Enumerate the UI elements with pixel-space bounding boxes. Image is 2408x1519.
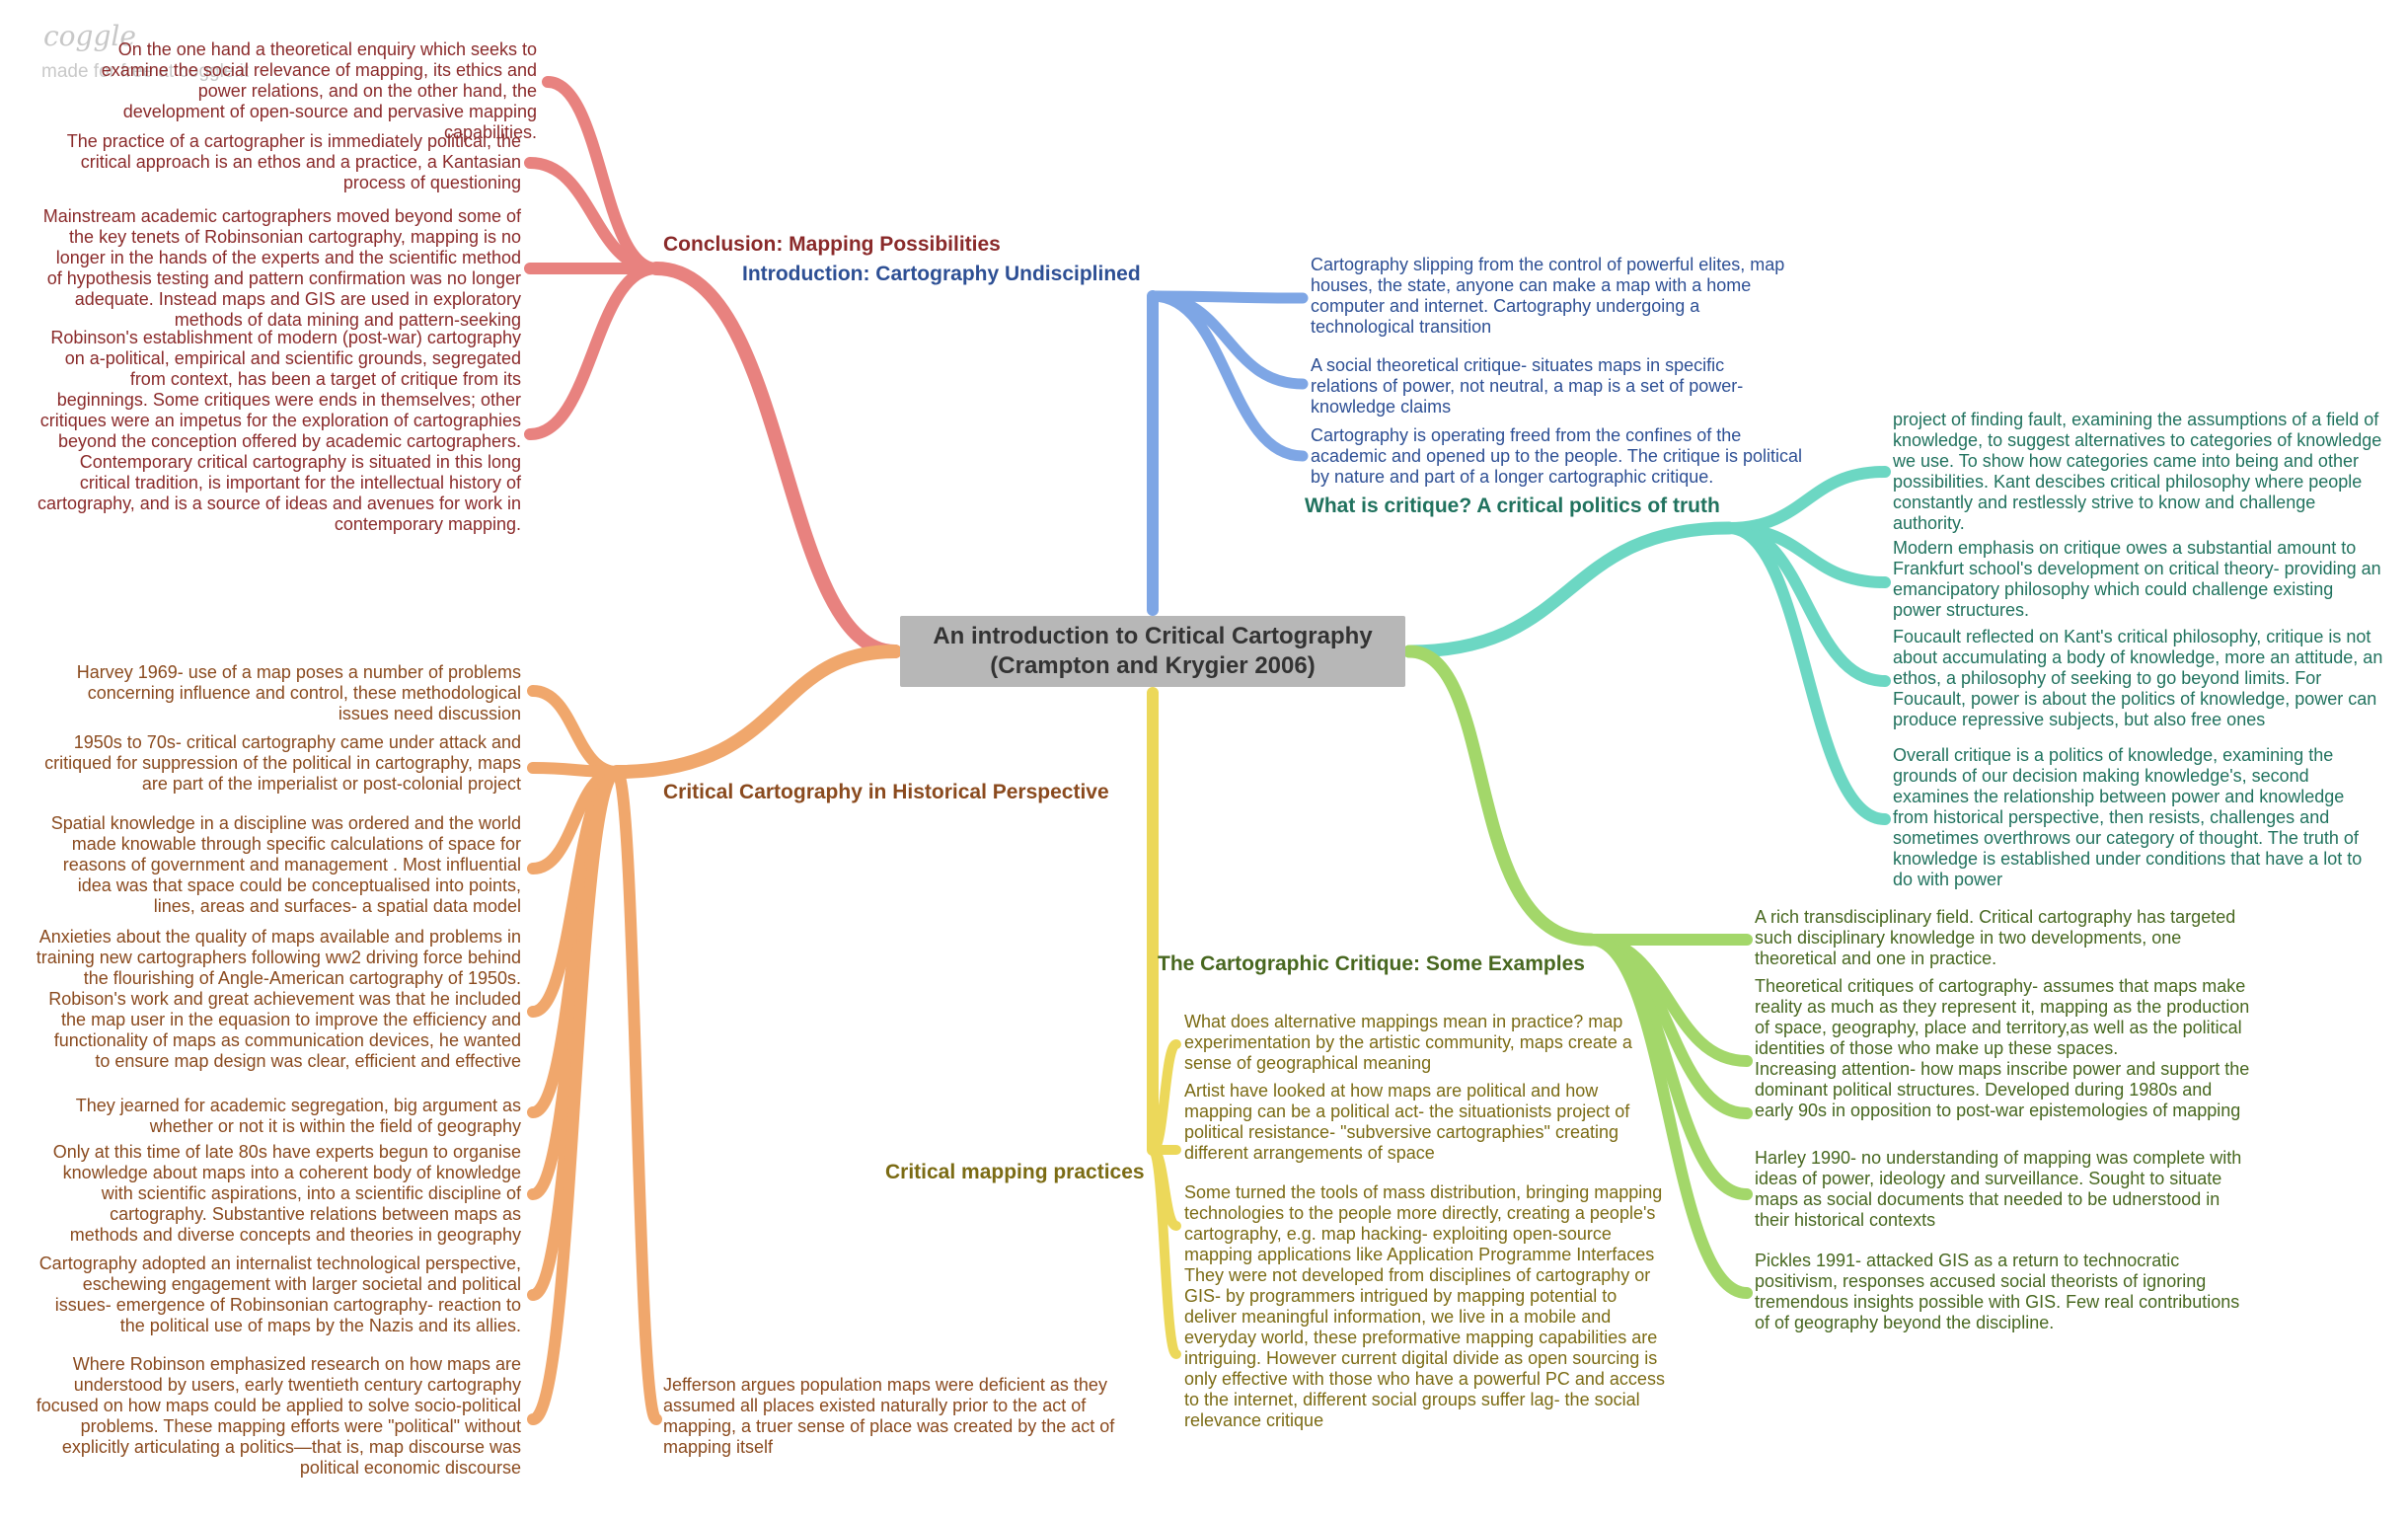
practices-item-1[interactable]: What does alternative mappings mean in p… xyxy=(1184,1012,1632,1073)
link-critique-item-4 xyxy=(1723,522,1891,825)
critique-item-4[interactable]: Overall critique is a politics of knowle… xyxy=(1893,745,2363,889)
historical-item-6[interactable]: Only at this time of late 80s have exper… xyxy=(52,1142,521,1245)
critique-item-2[interactable]: Modern emphasis on critique owes a subst… xyxy=(1893,538,2381,620)
practices-item-2[interactable]: Artist have looked at how maps are polit… xyxy=(1184,1081,1630,1163)
link-historical xyxy=(610,645,902,779)
conclusion-item-1[interactable]: On the one hand a theoretical enquiry wh… xyxy=(101,39,537,142)
link-introduction-item-3 xyxy=(1147,290,1309,462)
introduction-item-2[interactable]: A social theoretical critique- situates … xyxy=(1311,355,1744,417)
historical-item-5[interactable]: They jearned for academic segregation, b… xyxy=(75,1096,521,1136)
link-historical-item-1 xyxy=(527,685,623,778)
historical-item-4[interactable]: Anxieties about the quality of maps avai… xyxy=(36,927,521,1071)
conclusion-item-4[interactable]: Robinson's establishment of modern (post… xyxy=(38,328,521,534)
watermark-text: made for free at coggle.it xyxy=(41,61,250,82)
branch-introduction[interactable]: Introduction: Cartography Undisciplined xyxy=(742,263,1141,285)
link-historical-item-8 xyxy=(527,766,623,1425)
link-examples xyxy=(1402,645,1598,947)
examples-item-5[interactable]: Pickles 1991- attacked GIS as a return t… xyxy=(1755,1251,2240,1332)
conclusion-item-3[interactable]: Mainstream academic cartographers moved … xyxy=(42,206,521,330)
examples-item-2[interactable]: Theoretical critiques of cartography- as… xyxy=(1755,976,2250,1058)
link-critique xyxy=(1402,521,1736,658)
examples-item-3[interactable]: Increasing attention- how maps inscribe … xyxy=(1755,1059,2250,1120)
historical-item-1[interactable]: Harvey 1969- use of a map poses a number… xyxy=(76,662,521,723)
central-topic[interactable]: An introduction to Critical Cartography … xyxy=(900,616,1405,687)
branch-examples[interactable]: The Cartographic Critique: Some Examples xyxy=(1158,952,1585,975)
historical-item-9[interactable]: Jefferson argues population maps were de… xyxy=(663,1375,1115,1457)
critique-item-1[interactable]: project of finding fault, examining the … xyxy=(1893,410,2382,533)
practices-item-3[interactable]: Some turned the tools of mass distributi… xyxy=(1184,1182,1663,1264)
link-practices-item-4 xyxy=(1148,1145,1181,1359)
historical-item-7[interactable]: Cartography adopted an internalist techn… xyxy=(38,1253,521,1335)
link-examples-item-5 xyxy=(1585,934,1753,1299)
critique-item-3[interactable]: Foucault reflected on Kant's critical ph… xyxy=(1893,627,2383,729)
historical-item-8[interactable]: Where Robinson emphasized research on ho… xyxy=(36,1354,521,1478)
historical-item-2[interactable]: 1950s to 70s- critical cartography came … xyxy=(44,732,521,794)
link-conclusion-item-4 xyxy=(524,263,662,440)
link-conclusion xyxy=(649,262,902,658)
examples-item-1[interactable]: A rich transdisciplinary field. Critical… xyxy=(1755,907,2236,968)
link-historical-item-9 xyxy=(611,766,662,1425)
historical-item-3[interactable]: Spatial knowledge in a discipline was or… xyxy=(50,813,521,916)
branch-critique[interactable]: What is critique? A critical politics of… xyxy=(1305,494,1720,517)
branch-conclusion[interactable]: Conclusion: Mapping Possibilities xyxy=(663,233,1001,256)
conclusion-item-2[interactable]: The practice of a cartographer is immedi… xyxy=(66,131,521,192)
introduction-item-3[interactable]: Cartography is operating freed from the … xyxy=(1311,425,1802,487)
central-subtitle: (Crampton and Krygier 2006) xyxy=(990,652,1316,679)
branch-historical[interactable]: Critical Cartography in Historical Persp… xyxy=(663,781,1109,803)
branch-practices[interactable]: Critical mapping practices xyxy=(885,1161,1145,1183)
central-title: An introduction to Critical Cartography xyxy=(933,623,1373,649)
examples-item-4[interactable]: Harley 1990- no understanding of mapping… xyxy=(1755,1148,2242,1230)
introduction-item-1[interactable]: Cartography slipping from the control of… xyxy=(1311,255,1785,337)
coggle-logo: coggle xyxy=(43,20,136,52)
practices-item-4[interactable]: They were not developed from disciplines… xyxy=(1184,1265,1665,1430)
